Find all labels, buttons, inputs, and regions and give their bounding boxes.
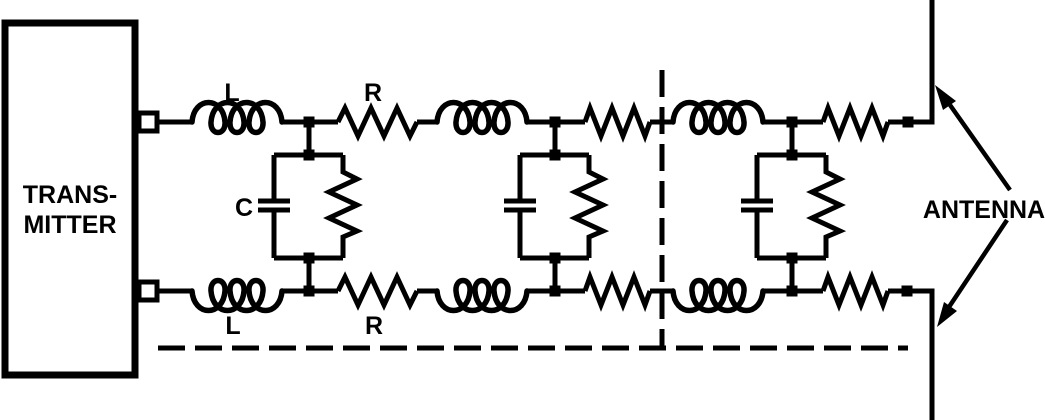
resistor-label-top: R [364, 79, 382, 107]
resistor-icon-bottom-2 [582, 269, 653, 313]
node-dot [901, 285, 913, 297]
shunt-resistor-icon-2 [569, 155, 610, 258]
inductor-icon-top-1 [189, 99, 285, 136]
node-dot [902, 116, 914, 128]
antenna-callout: ANTENNA [923, 85, 1045, 327]
transmitter-terminal-top [136, 110, 160, 134]
inductor-icon-top-3 [670, 99, 766, 136]
antenna-arrow-bottom-icon [937, 302, 957, 327]
shunt-resistor-icon-1 [323, 155, 364, 258]
resistor-icon-top-1 [335, 102, 420, 142]
node-dot [549, 252, 561, 264]
inductor-icon-bottom-1 [189, 277, 285, 314]
node-dot [549, 149, 561, 161]
resistor-icon-bottom-3 [820, 269, 891, 313]
resistor-label-bottom: R [365, 312, 383, 340]
capacitor-icon-2 [504, 155, 536, 258]
antenna-arrow-top-shaft [948, 103, 1012, 192]
node-dot [303, 149, 315, 161]
resistor-icon-bottom-1 [335, 271, 420, 311]
inductor-label-top: L [224, 79, 239, 107]
transmitter-outline [1, 19, 139, 379]
transmitter-label-line1: TRANS- [23, 181, 117, 209]
node-dot [786, 116, 798, 128]
capacitor-icon-3 [741, 155, 773, 258]
antenna-arrow-top-icon [935, 85, 956, 110]
node-dot [786, 285, 798, 297]
resistor-icon-top-3 [820, 100, 891, 144]
node-dot [549, 285, 561, 297]
antenna-arrow-bottom-shaft [947, 218, 1009, 309]
transmitter-box: TRANS- MITTER [1, 19, 160, 379]
transmitter-terminal-bottom [136, 279, 160, 303]
inductor-label-bottom: L [225, 312, 240, 340]
node-dot [786, 252, 798, 264]
capacitor-icon-1 [258, 155, 290, 258]
inductor-icon-bottom-2 [434, 277, 530, 314]
node-dot [786, 149, 798, 161]
inductor-icon-bottom-3 [670, 277, 766, 314]
shunt-branch-3 [741, 116, 847, 297]
shunt-branch-1 [258, 116, 364, 297]
inductor-icon-top-2 [434, 99, 530, 136]
antenna-label: ANTENNA [923, 196, 1045, 224]
node-dot [303, 285, 315, 297]
node-dot [549, 116, 561, 128]
shunt-resistor-icon-3 [806, 155, 847, 258]
node-dot [303, 116, 315, 128]
node-dot [303, 252, 315, 264]
shunt-branch-2 [504, 116, 610, 297]
capacitor-label: C [235, 194, 253, 222]
transmitter-label-line2: MITTER [23, 211, 116, 239]
resistor-icon-top-2 [582, 100, 653, 144]
